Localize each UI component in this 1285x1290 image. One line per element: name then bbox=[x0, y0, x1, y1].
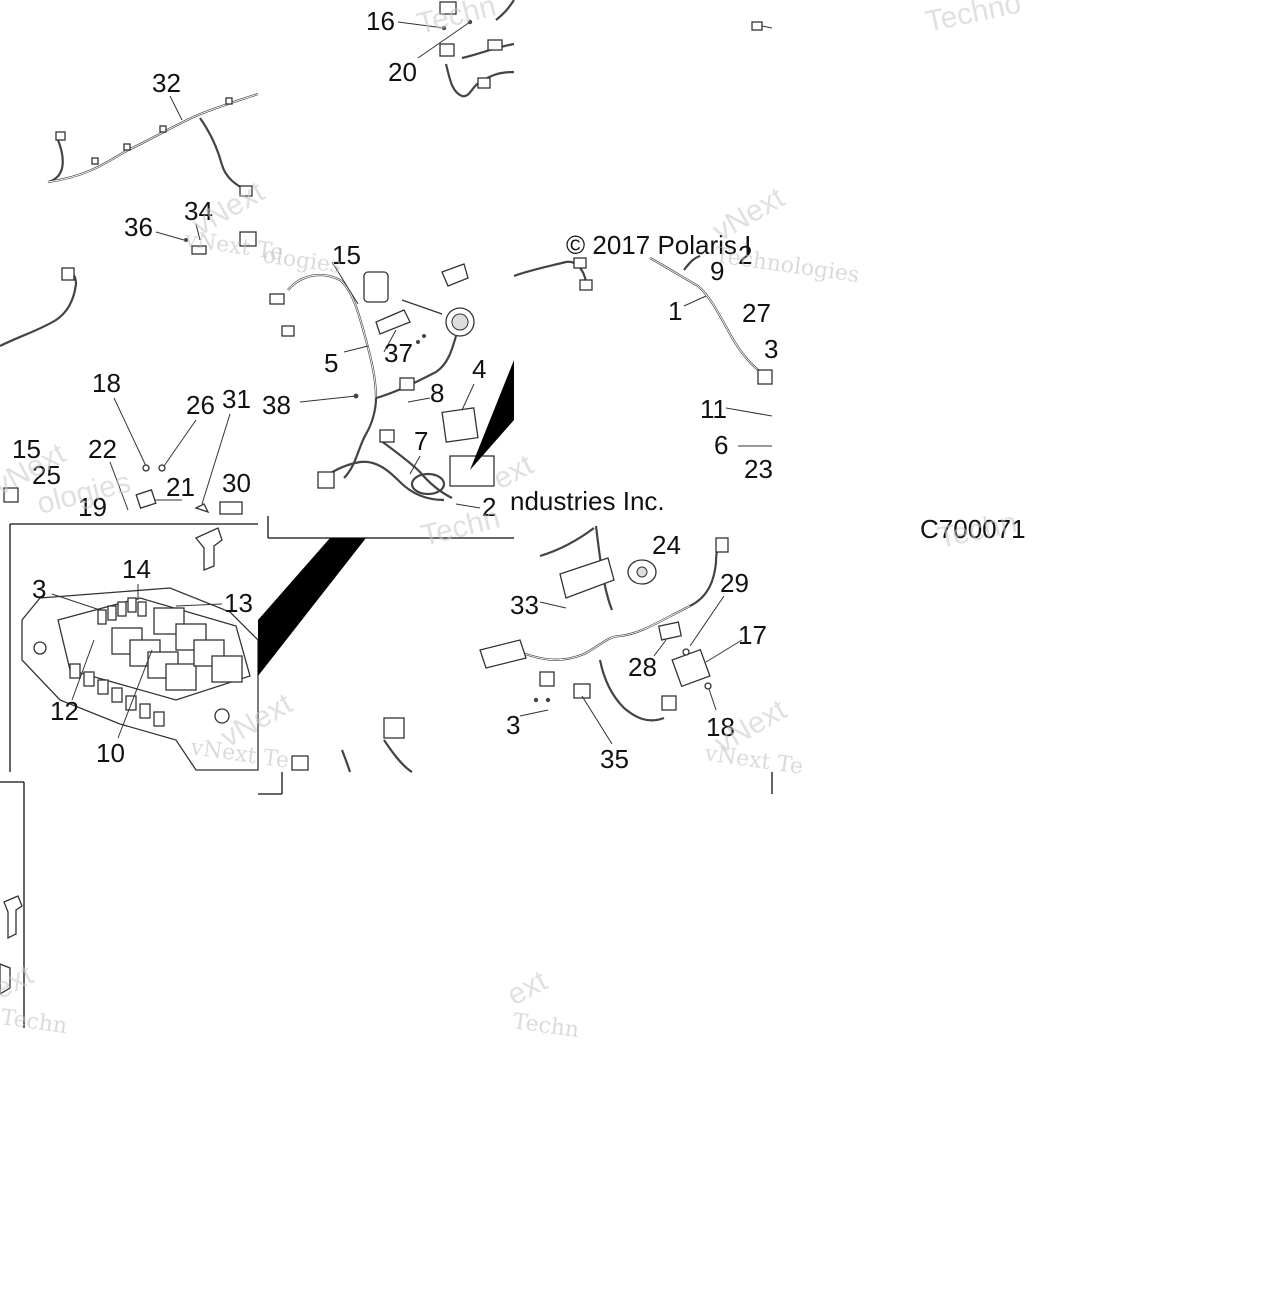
callout-2: 2 bbox=[482, 492, 496, 522]
callout-7: 7 bbox=[414, 426, 428, 456]
callout-10: 10 bbox=[96, 738, 125, 768]
tile-top-right bbox=[751, 21, 773, 31]
connector bbox=[191, 245, 207, 255]
fastener-bolt bbox=[194, 527, 223, 571]
clip-35 bbox=[573, 683, 591, 699]
callout-18: 18 bbox=[92, 368, 121, 398]
callout-8: 8 bbox=[430, 378, 444, 408]
copyright-fragment: ndustries Inc. bbox=[510, 486, 665, 516]
tile-top-center bbox=[397, 0, 515, 98]
connector-28 bbox=[479, 639, 527, 669]
tile-far-left-bottom bbox=[0, 781, 25, 1028]
callout-18b: 18 bbox=[706, 712, 735, 742]
callout-34: 34 bbox=[184, 196, 213, 226]
callout-2b: 2 bbox=[738, 240, 752, 270]
callout-1: 1 bbox=[668, 296, 682, 326]
callout-3b: 3 bbox=[32, 574, 46, 604]
drawing-code: C700071 bbox=[920, 514, 1026, 544]
detail-pointer-shadow bbox=[258, 538, 366, 676]
callout-3c: 3 bbox=[506, 710, 520, 740]
watermark: Technologies bbox=[713, 243, 861, 288]
callout-26: 26 bbox=[186, 390, 215, 420]
watermark: Techn bbox=[418, 501, 504, 552]
callout-31: 31 bbox=[222, 384, 251, 414]
watermark: ext bbox=[502, 964, 553, 1012]
callout-29: 29 bbox=[720, 568, 749, 598]
callout-17: 17 bbox=[738, 620, 767, 650]
copyright-notice: © 2017 Polaris I bbox=[566, 230, 751, 260]
module-4 bbox=[441, 407, 479, 443]
callout-3: 3 bbox=[764, 334, 778, 364]
terminal-block-33 bbox=[559, 557, 615, 599]
callout-21: 21 bbox=[166, 472, 195, 502]
harness-29 bbox=[513, 539, 723, 661]
connector bbox=[61, 267, 75, 281]
callout-5: 5 bbox=[324, 348, 338, 378]
callout-36: 36 bbox=[124, 212, 153, 242]
watermarks: Techno vNext vNext Te ologies Techn Tech… bbox=[0, 0, 1024, 1043]
harness-32-branch bbox=[199, 117, 247, 191]
harness-branch bbox=[513, 260, 588, 283]
callout-15: 15 bbox=[332, 240, 361, 270]
callout-14: 14 bbox=[122, 554, 151, 584]
callout-15b: 15 bbox=[12, 434, 41, 464]
connector bbox=[55, 131, 66, 141]
callout-4: 4 bbox=[472, 354, 486, 384]
tile-middle-left bbox=[0, 267, 243, 515]
connector bbox=[239, 231, 257, 247]
sensor-17 bbox=[671, 648, 711, 688]
watermark: Techno bbox=[923, 0, 1024, 39]
connector bbox=[751, 21, 763, 31]
callout-24: 24 bbox=[652, 530, 681, 560]
callouts: 16 20 32 34 36 15 5 37 4 38 8 7 2 18 26 … bbox=[12, 6, 778, 774]
callout-16: 16 bbox=[366, 6, 395, 36]
tile-fuse-box-detail bbox=[9, 523, 366, 772]
connector bbox=[291, 755, 309, 771]
connector bbox=[383, 717, 405, 739]
callout-28: 28 bbox=[628, 652, 657, 682]
callout-9: 9 bbox=[710, 256, 724, 286]
bracket-28 bbox=[657, 621, 683, 641]
callout-12: 12 bbox=[50, 696, 79, 726]
callout-32: 32 bbox=[152, 68, 181, 98]
callout-20: 20 bbox=[388, 57, 417, 87]
harness-20 bbox=[444, 63, 515, 98]
fuse-box-relays bbox=[111, 607, 243, 691]
callout-27: 27 bbox=[742, 298, 771, 328]
detail-pointer bbox=[470, 360, 514, 470]
tile-bottom-right bbox=[479, 525, 773, 794]
connector bbox=[239, 185, 253, 197]
callout-19: 19 bbox=[78, 492, 107, 522]
watermark: ologies bbox=[261, 243, 343, 279]
tile-center-right bbox=[513, 254, 773, 447]
callout-38: 38 bbox=[262, 390, 291, 420]
callout-13: 13 bbox=[224, 588, 253, 618]
fastener-bolt bbox=[3, 895, 23, 940]
watermark: Techn bbox=[414, 0, 500, 41]
tile-center bbox=[267, 261, 514, 539]
callout-22: 22 bbox=[88, 434, 117, 464]
tile-bottom-center bbox=[258, 717, 413, 795]
callout-23: 23 bbox=[744, 454, 773, 484]
watermark: Techn bbox=[0, 1005, 69, 1039]
callout-35: 35 bbox=[600, 744, 629, 774]
fuse-row bbox=[97, 597, 147, 625]
bracket-37 bbox=[375, 309, 411, 335]
callout-11: 11 bbox=[700, 394, 727, 424]
watermark: Techn bbox=[511, 1009, 580, 1043]
callout-30: 30 bbox=[222, 468, 251, 498]
callout-25: 25 bbox=[32, 460, 61, 490]
callout-6: 6 bbox=[714, 430, 728, 460]
module-housing bbox=[363, 271, 389, 303]
callout-37: 37 bbox=[384, 338, 413, 368]
harness-15 bbox=[0, 269, 78, 347]
watermark: ext bbox=[0, 958, 39, 1006]
tile-top-left bbox=[47, 92, 259, 255]
bracket bbox=[135, 489, 157, 509]
fuse-box bbox=[449, 455, 495, 487]
callout-33: 33 bbox=[510, 590, 539, 620]
